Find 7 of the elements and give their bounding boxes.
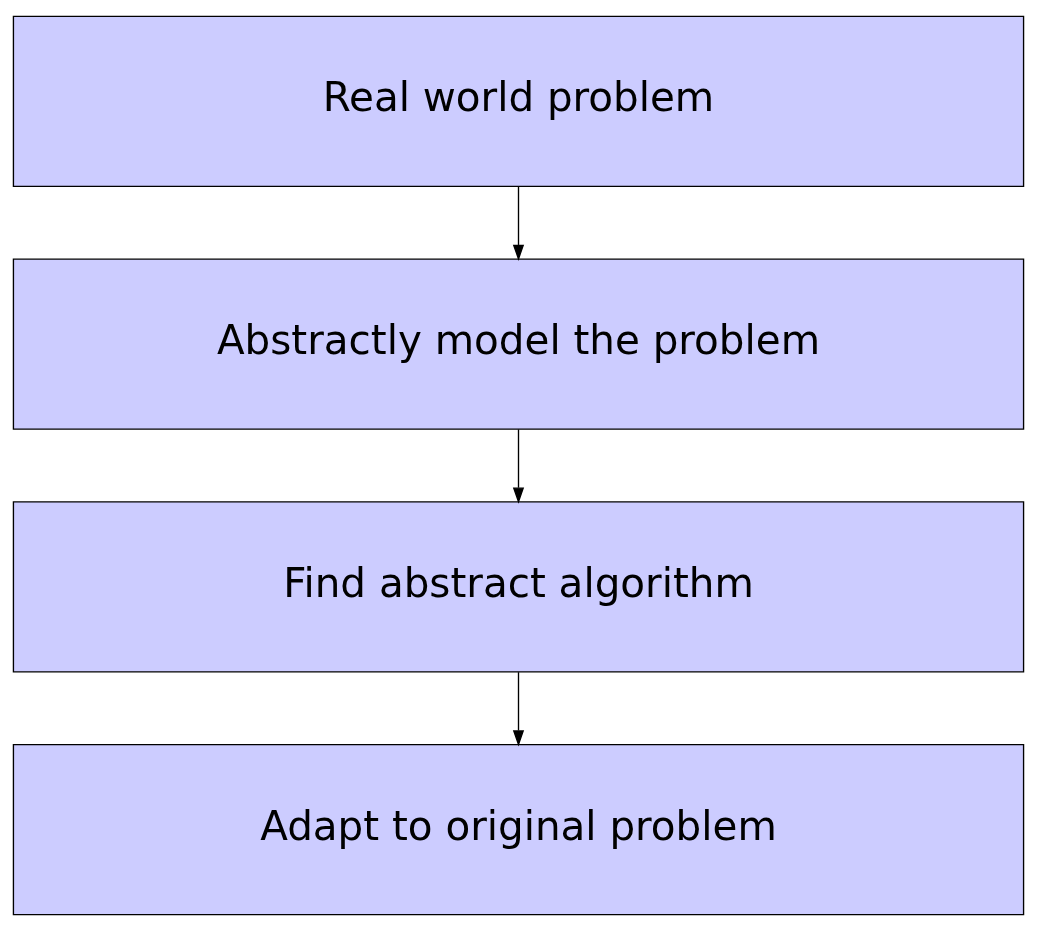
node-box: Real world problem — [12, 15, 1025, 187]
node-box: Adapt to original problem — [12, 744, 1025, 916]
node-box: Find abstract algorithm — [12, 501, 1025, 673]
arrow — [512, 671, 525, 747]
arrow — [512, 186, 525, 261]
node-box: Abstractly model the problem — [12, 258, 1025, 430]
arrow — [512, 428, 525, 504]
